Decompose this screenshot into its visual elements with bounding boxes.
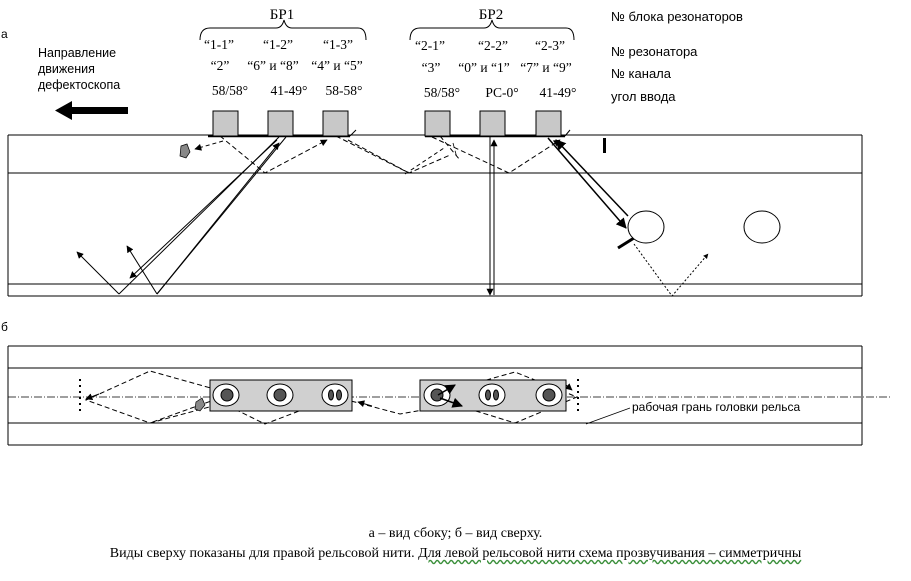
transducer-2-3: [535, 110, 562, 137]
flaw-mark-bolt-hole: [617, 236, 635, 250]
direction-label-line3: дефектоскопа: [38, 78, 120, 92]
channel-label-6-8: “6” и “8”: [247, 58, 298, 73]
block2-brace: [409, 19, 575, 41]
transducer-1-3: [322, 110, 349, 137]
resonator-label-2-1: “2-1”: [415, 38, 445, 53]
transducer-2-1: [424, 110, 451, 137]
resonator-label-2-2: “2-2”: [478, 38, 508, 53]
resonator-label-1-1: “1-1”: [204, 37, 234, 52]
defect-icon: [179, 143, 191, 159]
caption-line2-post: Для левой рельсовой нити схема прозвучив…: [418, 546, 802, 561]
transducer-1-1: [212, 110, 239, 137]
channel-label-0-1: “0” и “1”: [458, 60, 509, 75]
side-view-letter: а: [1, 27, 8, 41]
transducers-side: [212, 110, 562, 137]
legend-angle: угол ввода: [611, 89, 676, 104]
transducers-top: [212, 383, 563, 407]
resonator-label-2-3: “2-3”: [535, 38, 565, 53]
angle-label-1-1: 58/58°: [212, 83, 248, 98]
channel-label-7-9: “7” и “9”: [520, 60, 571, 75]
defect-top-icon: [194, 397, 206, 412]
legend-resonator-no: № резонатора: [611, 44, 698, 59]
channel-label-4-5: “4” и “5”: [311, 58, 362, 73]
angle-label-2-2: РС-0°: [485, 85, 518, 100]
block1-brace: [199, 19, 367, 41]
bolt-hole-1: [627, 210, 665, 244]
caption-line1: а – вид сбоку; б – вид сверху.: [368, 526, 543, 541]
resonator-label-1-3: “1-3”: [323, 37, 353, 52]
rail-top-outline: [7, 345, 863, 446]
caption-line2: Виды сверху показаны для правой рельсово…: [0, 546, 911, 562]
bolt-hole-2: [743, 210, 781, 244]
direction-arrow-icon: [55, 101, 128, 120]
angle-label-2-3: 41-49°: [540, 85, 577, 100]
working-face-label: рабочая грань головки рельса: [632, 400, 801, 414]
direction-label-line1: Направление: [38, 46, 116, 60]
legend-block-no: № блока резонаторов: [611, 9, 743, 24]
channel-label-3: “3”: [422, 60, 441, 75]
direction-label-line2: движения: [38, 62, 95, 76]
channel-label-2: “2”: [211, 58, 230, 73]
block1-label: БР1: [270, 7, 294, 23]
angle-label-1-2: 41-49°: [271, 83, 308, 98]
angle-label-2-1: 58/58°: [424, 85, 460, 100]
flaw-mark-vertical: [603, 138, 606, 153]
transducer-2-2: [479, 110, 506, 137]
legend-channel-no: № канала: [611, 66, 672, 81]
transducer-1-2: [267, 110, 294, 137]
resonator-label-1-2: “1-2”: [263, 37, 293, 52]
angle-label-1-3: 58-58°: [326, 83, 363, 98]
block2-label: БР2: [479, 7, 503, 23]
top-view-letter: б: [1, 320, 8, 334]
dotted-reflection: [633, 243, 709, 297]
caption-line2-pre: Виды сверху показаны для правой рельсово…: [109, 546, 419, 561]
